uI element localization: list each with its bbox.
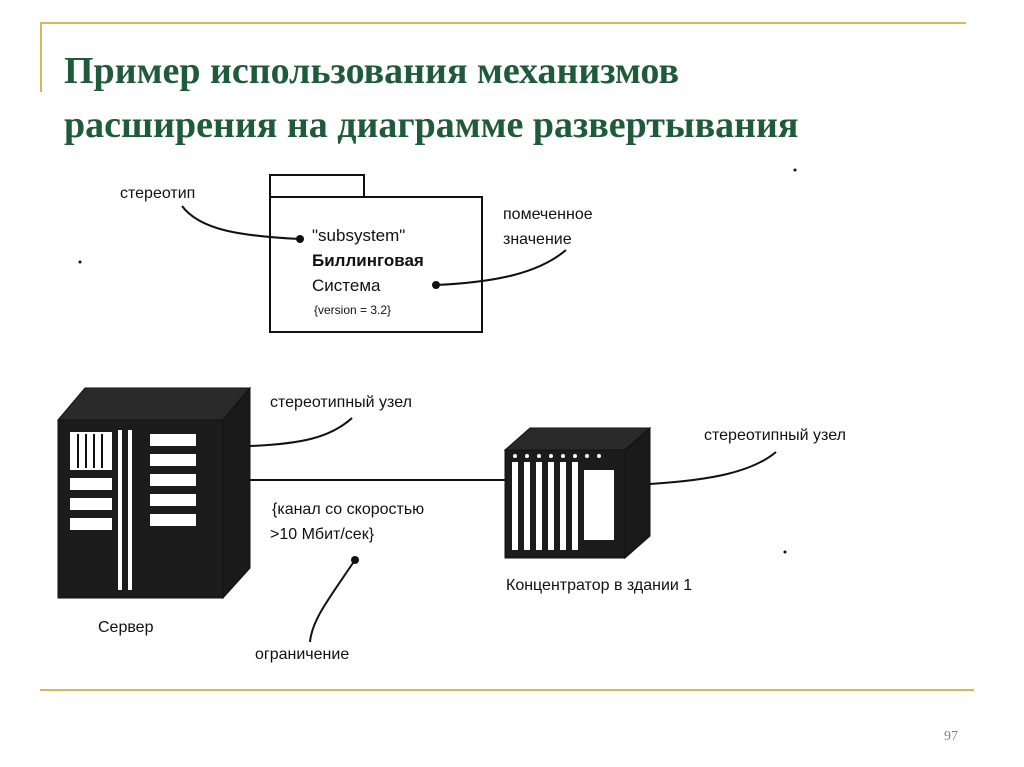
- hub-led: [513, 454, 517, 458]
- hub-slot: [536, 462, 542, 550]
- hub-slot: [548, 462, 554, 550]
- constraint-callout-dot: [351, 556, 359, 564]
- hub-slot: [560, 462, 566, 550]
- server-drive-bay: [70, 498, 112, 510]
- hub-led: [537, 454, 541, 458]
- stereotype-callout-dot: [296, 235, 304, 243]
- hub-led: [585, 454, 589, 458]
- scan-speck: [78, 260, 82, 264]
- slide-title-line-1: Пример использования механизмов: [64, 50, 679, 92]
- scan-speck: [793, 168, 797, 172]
- link-constraint-line-2: >10 Мбит/сек}: [270, 526, 375, 543]
- hub-led: [549, 454, 553, 458]
- tagged-value-callout-line: [435, 249, 567, 286]
- server-drive-bay: [150, 474, 196, 486]
- node2-stereotype-label: стереотипный узел: [704, 427, 846, 444]
- hub-panel: [584, 470, 614, 540]
- constraint-label: ограничение: [255, 646, 349, 663]
- frame-top-line: [40, 22, 966, 24]
- component-tagged-value: {version = 3.2}: [314, 303, 391, 317]
- node1-stereotype-label: стереотипный узел: [270, 394, 412, 411]
- server-divider: [128, 430, 132, 590]
- tagged-value-callout-dot: [432, 281, 440, 289]
- component-stereotype: "subsystem": [312, 226, 405, 245]
- hub-led: [573, 454, 577, 458]
- server-drive-bay: [70, 478, 112, 490]
- hub-side-face: [624, 426, 651, 560]
- component-name-line-2: Система: [312, 276, 381, 295]
- constraint-callout-line: [309, 559, 356, 643]
- page-number: 97: [944, 729, 958, 744]
- server-drive-bay: [150, 494, 196, 506]
- server-divider: [118, 430, 122, 590]
- hub-led: [561, 454, 565, 458]
- slide-title-line-2: расширения на диаграмме развертывания: [64, 104, 799, 146]
- server-side-face: [222, 386, 251, 600]
- node2-stereotype-callout-line: [649, 451, 777, 485]
- server-drive-bay: [150, 514, 196, 526]
- component-tab: [269, 174, 365, 198]
- component-body: [269, 196, 483, 333]
- hub-node: [503, 426, 652, 560]
- server-name: Сервер: [98, 619, 154, 636]
- node1-stereotype-callout-line: [249, 417, 353, 447]
- server-drive-bay: [70, 518, 112, 530]
- component-name-line-1: Биллинговая: [312, 251, 424, 270]
- subsystem-component: "subsystem" Биллинговая Система {version…: [269, 174, 483, 333]
- hub-slot: [572, 462, 578, 550]
- stereotype-callout-line: [181, 205, 301, 240]
- hub-slot: [524, 462, 530, 550]
- server-drive-bay: [150, 454, 196, 466]
- server-top-face: [56, 387, 252, 421]
- stereotype-label: стереотип: [120, 185, 195, 202]
- tagged-value-label-line-2: значение: [503, 231, 572, 248]
- scan-speck: [783, 550, 787, 554]
- server-drive-bay: [150, 434, 196, 446]
- hub-led: [525, 454, 529, 458]
- link-constraint-line-1: {канал со скоростью: [272, 501, 424, 518]
- hub-slot: [512, 462, 518, 550]
- hub-name: Концентратор в здании 1: [506, 577, 692, 594]
- server-panel-grid: [70, 432, 112, 470]
- slide-title: Пример использования механизмов расширен…: [64, 44, 1004, 152]
- server-node: [56, 386, 252, 600]
- frame-left-line: [40, 22, 42, 92]
- frame-bottom-line: [40, 689, 974, 691]
- tagged-value-label-line-1: помеченное: [503, 206, 593, 223]
- hub-led: [597, 454, 601, 458]
